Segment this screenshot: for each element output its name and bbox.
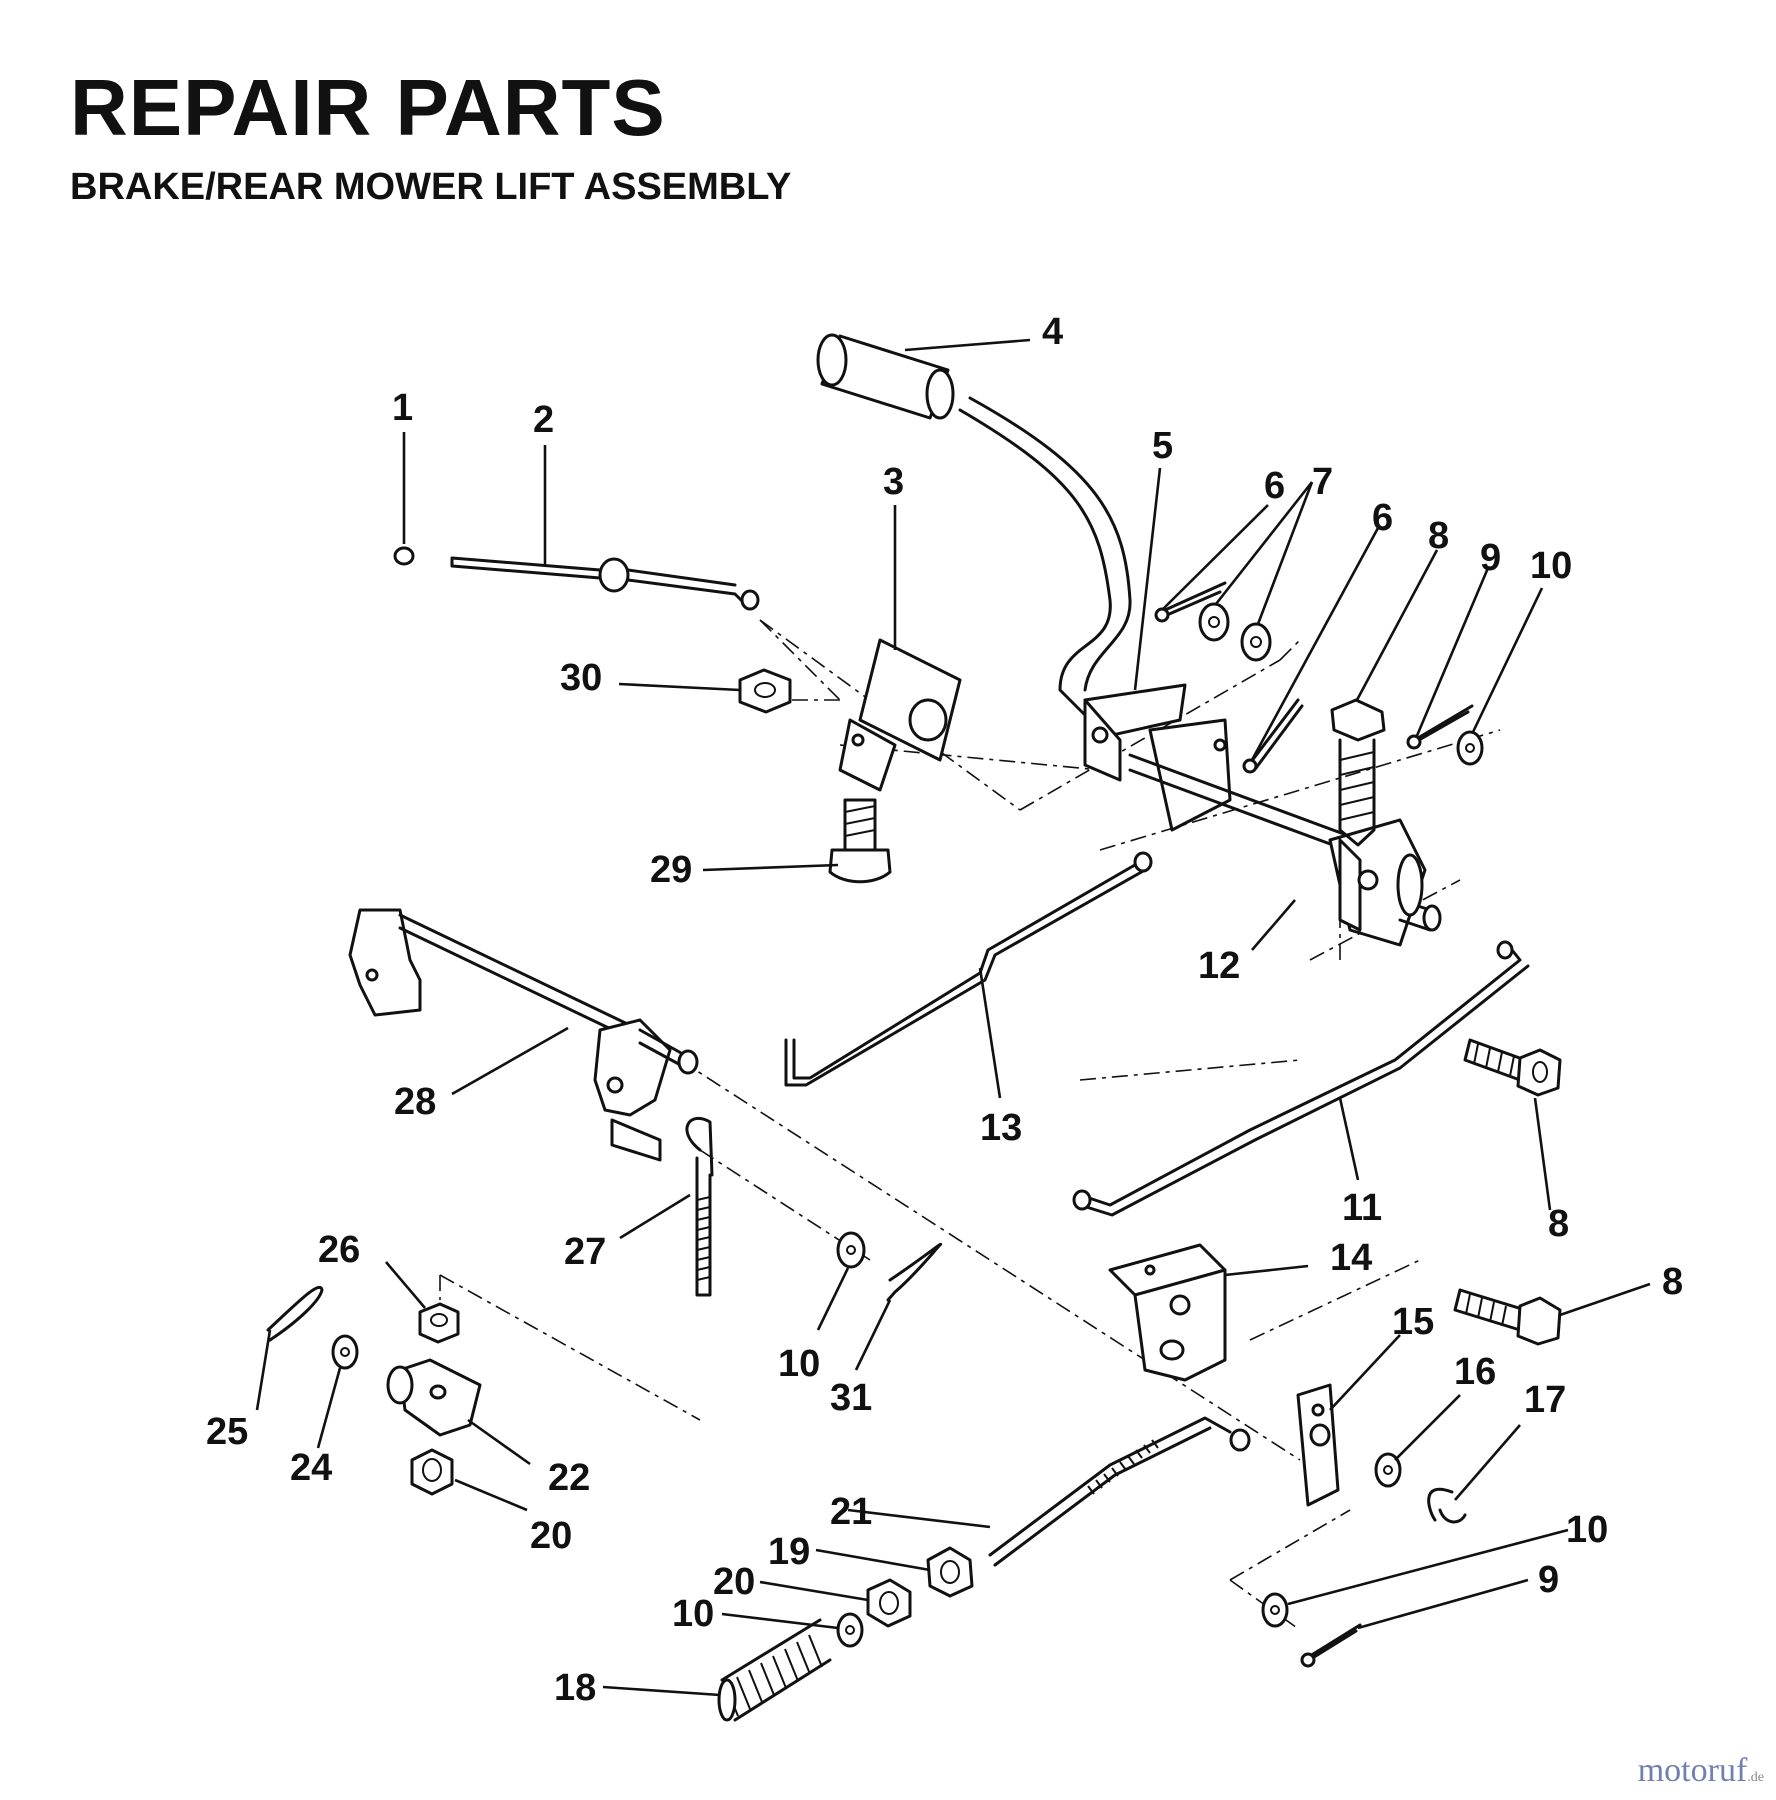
callout-26: 26 [318, 1229, 360, 1271]
callout-8c: 8 [1662, 1261, 1683, 1303]
part-17-e-clip [1427, 1487, 1467, 1524]
part-14-bracket [1108, 1243, 1227, 1382]
watermark-tld: .de [1747, 1770, 1764, 1785]
part-31-hairpin-clip [886, 1242, 943, 1302]
callout-3: 3 [883, 461, 904, 503]
part-3-bracket [838, 638, 962, 792]
callout-21: 21 [830, 1491, 872, 1533]
page-title: REPAIR PARTS [70, 63, 666, 152]
part-25-hairpin-clip [266, 1285, 324, 1342]
callout-16: 16 [1454, 1351, 1496, 1393]
callout-27: 27 [564, 1231, 606, 1273]
callout-7: 7 [1312, 461, 1333, 503]
callout-numbers: 1 2 3 4 5 6 7 6 8 9 10 30 29 12 13 11 8 … [206, 311, 1683, 1709]
part-9-cotter-pin-lower [1300, 1623, 1362, 1668]
callout-11: 11 [1342, 1187, 1382, 1229]
callout-4: 4 [1042, 311, 1063, 353]
callout-29: 29 [650, 849, 692, 891]
part-20-nut-lower [866, 1578, 912, 1628]
callout-leader-lines [255, 338, 1651, 1697]
callout-10d: 10 [1566, 1509, 1608, 1551]
callout-10c: 10 [672, 1593, 714, 1635]
callout-18: 18 [554, 1667, 596, 1709]
part-10-washer-right [1261, 1592, 1289, 1628]
part-28-rear-lift-shaft [348, 908, 699, 1162]
part-10-washer-lower [836, 1612, 864, 1648]
part-15-plate [1296, 1383, 1340, 1507]
callout-13: 13 [980, 1107, 1022, 1149]
callout-2: 2 [533, 399, 554, 441]
part-6-cotter-pin-lower [1242, 698, 1304, 774]
part-19-nut [926, 1546, 974, 1598]
callout-10a: 10 [1530, 545, 1572, 587]
callout-8a: 8 [1428, 515, 1449, 557]
callout-6a: 6 [1264, 465, 1285, 507]
part-27-adjuster-link [685, 1116, 714, 1297]
watermark-logo: motoruf.de [1638, 1752, 1764, 1790]
callout-19: 19 [768, 1531, 810, 1573]
callout-14: 14 [1330, 1237, 1372, 1279]
part-11-lift-link [1072, 940, 1530, 1217]
part-18-spring [717, 1618, 832, 1722]
part-9-cotter-pin-upper [1406, 704, 1474, 750]
callout-1: 1 [392, 387, 413, 429]
part-5-lift-handle [958, 396, 1187, 782]
callout-9b: 9 [1538, 1559, 1559, 1601]
part-8-bolt-lower [1453, 1288, 1562, 1346]
callout-10b: 10 [778, 1343, 820, 1385]
part-12-cross-shaft [1128, 718, 1442, 947]
callout-15: 15 [1392, 1301, 1434, 1343]
callout-22: 22 [548, 1457, 590, 1499]
part-10-washer-upper [1456, 730, 1484, 766]
callout-25: 25 [206, 1411, 248, 1453]
part-26-nut [418, 1302, 460, 1344]
part-21-brake-rod [988, 1416, 1251, 1567]
callout-28: 28 [394, 1081, 436, 1123]
part-8-bolt-upper [1330, 698, 1386, 847]
callout-20b: 20 [713, 1561, 755, 1603]
part-7-washers [1198, 602, 1272, 662]
callout-30: 30 [560, 657, 602, 699]
callout-8b: 8 [1548, 1203, 1569, 1245]
part-1-pin [393, 546, 415, 566]
callout-12: 12 [1198, 945, 1240, 987]
part-2-brake-rod [450, 556, 760, 611]
part-30-nut [738, 668, 792, 714]
callout-6b: 6 [1372, 497, 1393, 539]
callout-20a: 20 [530, 1515, 572, 1557]
part-22-trunnion [386, 1358, 482, 1437]
callout-17: 17 [1524, 1379, 1566, 1421]
part-24-washer [331, 1334, 359, 1370]
callout-24: 24 [290, 1447, 332, 1489]
part-10-washer-mid [836, 1231, 866, 1269]
part-13-lift-link [784, 851, 1153, 1087]
callout-5: 5 [1152, 425, 1173, 467]
part-20-nut-left [410, 1448, 454, 1496]
callout-31: 31 [830, 1377, 872, 1419]
part-4-handle-grip [816, 333, 955, 420]
callout-9a: 9 [1480, 537, 1501, 579]
watermark-name: motoruf [1637, 1752, 1748, 1789]
part-8-bolt-right [1463, 1038, 1562, 1097]
assembly-subtitle: BRAKE/REAR MOWER LIFT ASSEMBLY [70, 166, 792, 208]
part-16-washer [1374, 1452, 1402, 1488]
part-29-bolt [828, 798, 892, 884]
